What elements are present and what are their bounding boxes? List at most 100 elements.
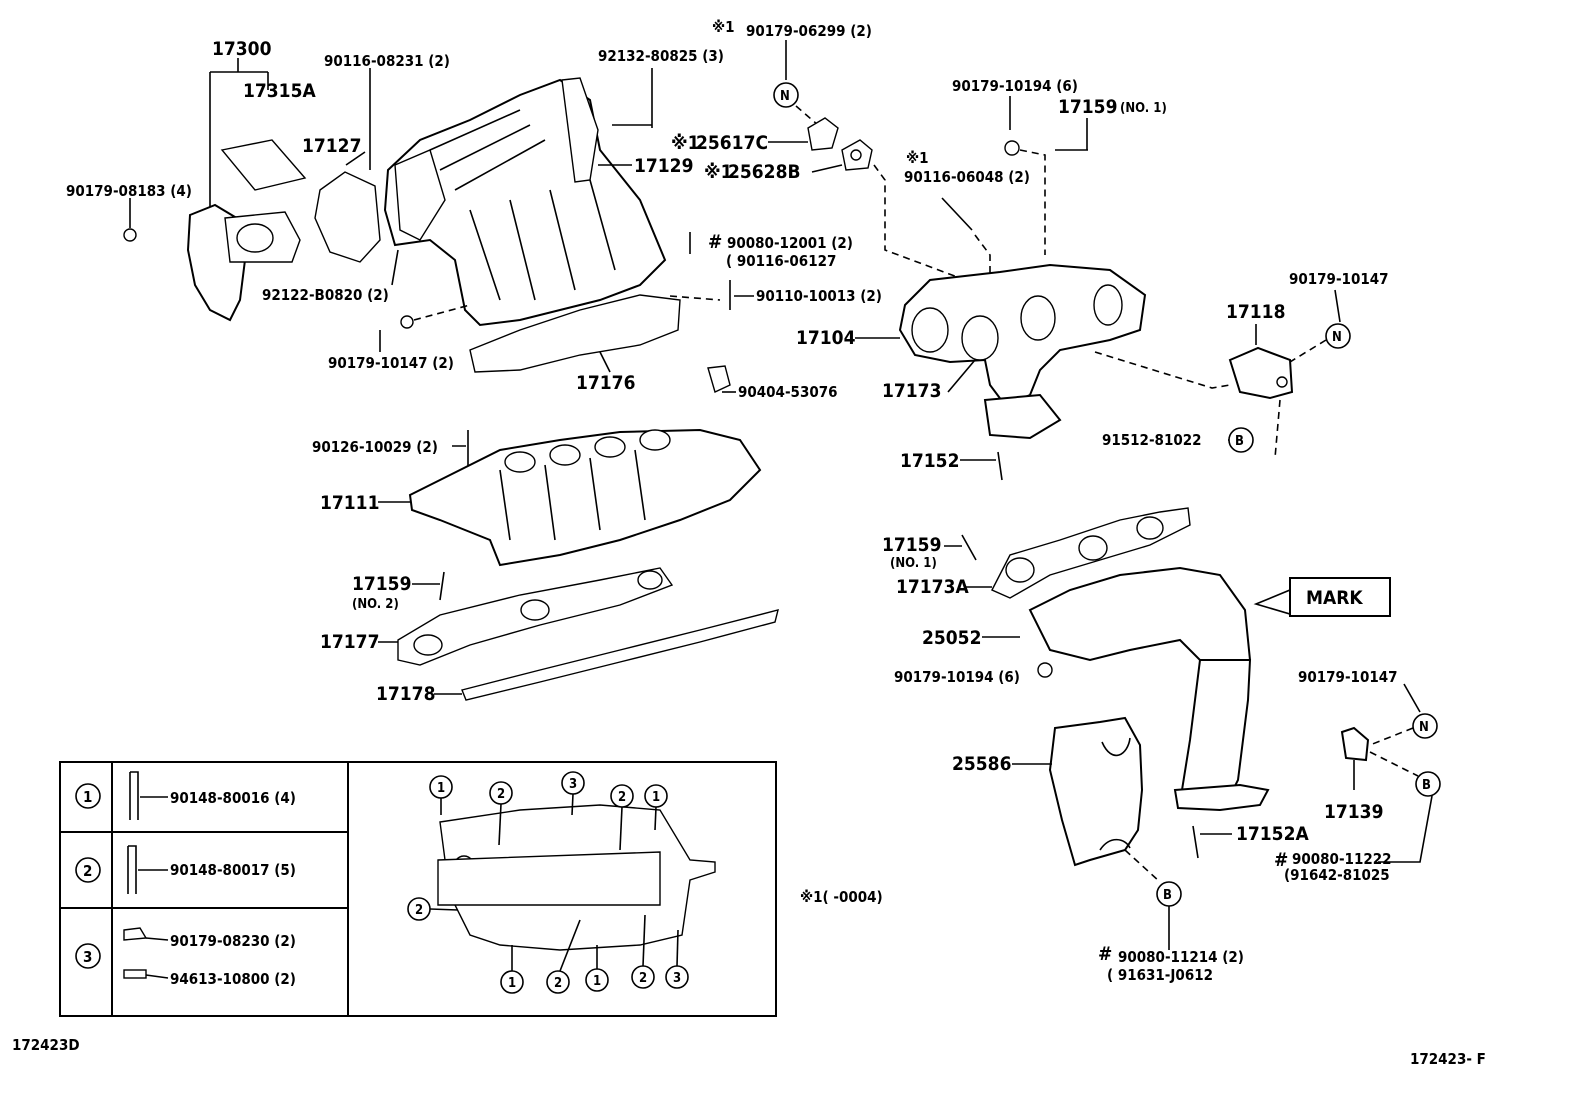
legend-row2-num: 2 [83,862,92,880]
label-17159-mid-no: (NO. 1) [890,556,937,571]
label-17178: 17178 [376,683,435,705]
b-marker-bottom-label: B [1163,888,1172,903]
intake-lower-17111 [408,428,762,567]
b-marker-low-label: B [1422,778,1431,793]
label-90179-10147-low: 90179-10147 [1298,668,1398,686]
asterisk-1: ※1 [712,18,735,36]
label-90080-12001: 90080-12001 (2) [727,234,853,252]
exhaust-pipe-25052 [1028,566,1270,812]
callout-1d: 1 [593,974,601,989]
legend-row1-part: 90148-80016 (4) [170,789,296,807]
legend-row1-num: 1 [83,788,92,806]
label-91642-81025: (91642-81025 [1284,866,1390,884]
intake-manifold-17129 [383,77,667,327]
throttle-body-group [123,58,307,322]
label-17159-no2-sub: (NO. 2) [352,597,399,612]
callout-1a: 1 [437,781,445,796]
asterisk-1c: ※1 [704,161,733,183]
label-17300: 17300 [212,38,272,60]
label-90404-53076: 90404-53076 [738,383,838,401]
label-90179-10147-right: 90179-10147 [1289,270,1389,288]
asterisk-1d: ※1 [906,149,929,167]
label-90116-06048: 90116-06048 (2) [904,168,1030,186]
gasket-17176 [469,294,681,373]
label-17173: 17173 [882,380,941,402]
callout-2c: 2 [415,903,423,918]
label-92122-B0820: 92122-B0820 (2) [262,286,389,304]
mark-pointer [1253,588,1291,616]
gasket-17178 [461,609,779,701]
callout-1b: 1 [652,790,660,805]
label-17315A: 17315A [243,80,316,102]
note-ref: ※1( -0004) [800,888,883,906]
label-90110-10013: 90110-10013 (2) [756,287,882,305]
label-mark: MARK [1306,587,1363,609]
bolt-legend-table: 1 90148-80016 (4) 2 90148-80017 (5) 3 90… [59,761,777,1017]
b-marker-low [1415,771,1441,797]
callout-2a: 2 [497,787,505,802]
label-90179-06299: 90179-06299 (2) [746,22,872,40]
callout-2b: 2 [618,790,626,805]
label-90179-10194-top: 90179-10194 (6) [952,77,1078,95]
label-92132-80825: 92132-80825 (3) [598,47,724,65]
n-marker-top [773,82,799,108]
heat-shield-25586 [1048,716,1144,867]
label-90116-06127: ( 90116-06127 [726,252,836,270]
label-17127: 17127 [302,135,361,157]
fig-code-right: 172423- F [1410,1050,1486,1068]
legend-row3-part1: 90179-08230 (2) [170,932,296,950]
label-17104: 17104 [796,327,856,349]
hash-mark-3: # [1098,943,1112,965]
hash-mark-2: # [1274,849,1288,871]
n-marker-low-label: N [1419,720,1429,735]
callout-2d: 2 [554,976,562,991]
label-90080-11222: 90080-11222 [1292,850,1392,868]
label-17176: 17176 [576,372,635,394]
gasket-17127 [314,171,381,263]
n-marker-top-label: N [780,89,790,104]
bolt-callouts: 1 2 3 2 1 2 1 2 1 2 3 [407,771,689,994]
label-17159-top: 17159 [1058,96,1117,118]
label-17159-no2: 17159 [352,573,411,595]
b-marker-right [1228,427,1254,453]
callout-2e: 2 [639,971,647,986]
label-25052: 25052 [922,627,981,649]
label-17173A: 17173A [896,576,969,598]
label-90116-08231: 90116-08231 (2) [324,52,450,70]
label-17118: 17118 [1226,301,1285,323]
label-17111: 17111 [320,492,379,514]
label-17139: 17139 [1324,801,1383,823]
label-17152: 17152 [900,450,959,472]
label-25586: 25586 [952,753,1011,775]
n-marker-right [1325,323,1351,349]
asterisk-1b: ※1 [671,132,700,154]
n-marker-right-label: N [1332,330,1342,345]
label-17159-mid: 17159 [882,534,941,556]
label-17159-top-no: (NO. 1) [1120,101,1167,116]
hash-mark-1: # [708,231,722,253]
label-17177: 17177 [320,631,379,653]
label-90179-10194-mid: 90179-10194 (6) [894,668,1020,686]
label-90179-10147-2: 90179-10147 (2) [328,354,454,372]
callout-1c: 1 [508,976,516,991]
callout-3b: 3 [673,971,681,986]
bracket-17139 [1340,726,1370,762]
b-marker-right-label: B [1235,434,1244,449]
label-90179-08183: 90179-08183 (4) [66,182,192,200]
legend-row3-part2: 94613-10800 (2) [170,970,296,988]
n-marker-low [1412,713,1438,739]
exhaust-manifold-17104 [898,263,1147,440]
label-90080-11214: 90080-11214 (2) [1118,948,1244,966]
label-17129: 17129 [634,155,693,177]
legend-row2-part: 90148-80017 (5) [170,861,296,879]
label-91512-81022: 91512-81022 [1102,431,1202,449]
label-17152A: 17152A [1236,823,1309,845]
label-25617C: 25617C [696,132,768,154]
label-91631-J0612: ( 91631-J0612 [1107,966,1213,984]
fig-code-left: 172423D [12,1036,80,1054]
label-25628B: 25628B [728,161,801,183]
bracket-17118 [1228,346,1294,400]
mark-box [1289,577,1391,617]
